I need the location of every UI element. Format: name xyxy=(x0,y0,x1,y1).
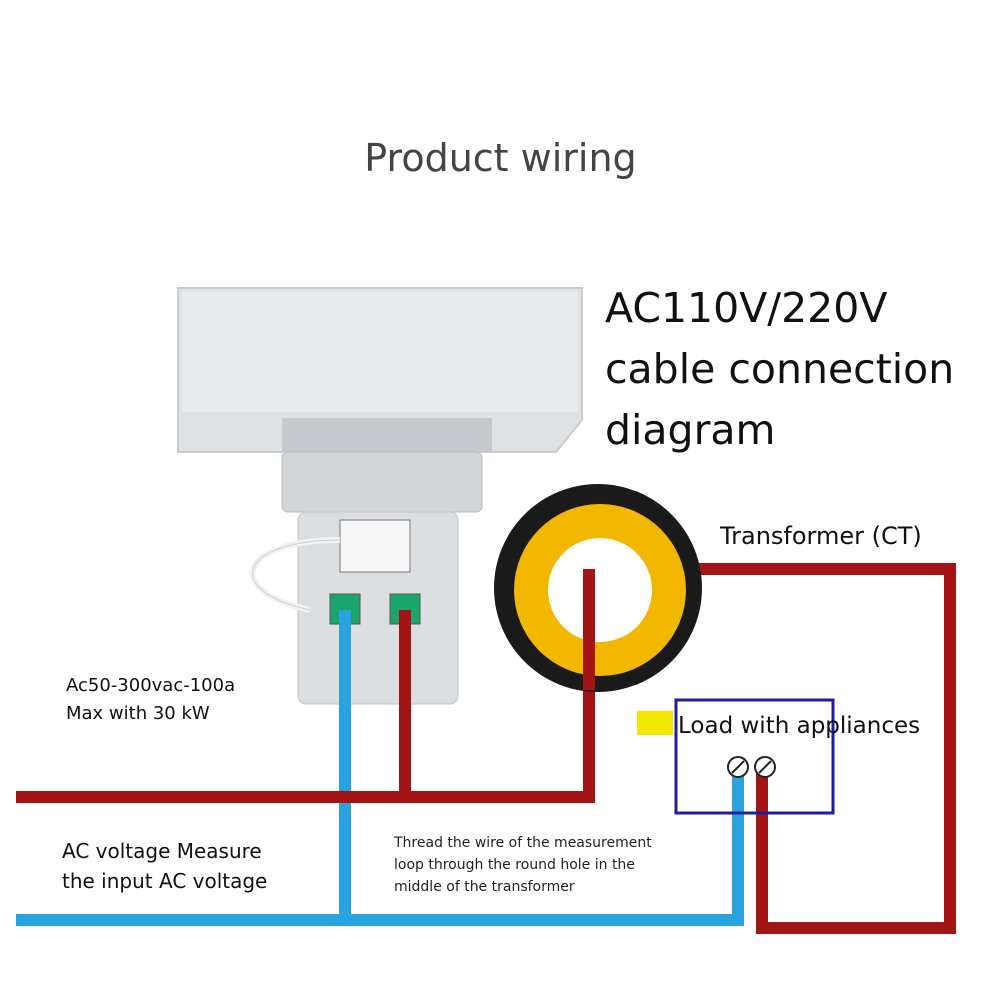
load-label: Load with appliances xyxy=(678,713,921,739)
page-title: Product wiring xyxy=(364,136,637,180)
current-transformer xyxy=(494,484,702,692)
heading-line: diagram xyxy=(605,406,776,454)
transformer-label: Transformer (CT) xyxy=(718,522,924,550)
thread-line: Thread the wire of the measurement xyxy=(394,835,652,851)
live-wire xyxy=(16,563,956,934)
measure-line: AC voltage Measure xyxy=(62,839,262,863)
thread-line: loop through the round hole in the xyxy=(394,857,635,873)
load-box xyxy=(637,698,835,815)
diagram-heading: AC110V/220V cable connection diagram xyxy=(605,278,954,461)
spec-label: Ac50-300vac-100a Max with 30 kW xyxy=(66,672,235,728)
spec-line: Max with 30 kW xyxy=(66,703,210,724)
heading-line: AC110V/220V xyxy=(605,284,888,332)
neutral-wire xyxy=(16,610,744,926)
thread-line: middle of the transformer xyxy=(394,879,575,895)
measure-label: AC voltage Measure the input AC voltage xyxy=(62,836,267,896)
measure-line: the input AC voltage xyxy=(62,869,268,893)
spec-line: Ac50-300vac-100a xyxy=(66,675,236,696)
thread-instruction: Thread the wire of the measurement loop … xyxy=(394,832,652,898)
heading-line: cable connection xyxy=(605,345,955,393)
meter-device xyxy=(177,287,583,705)
